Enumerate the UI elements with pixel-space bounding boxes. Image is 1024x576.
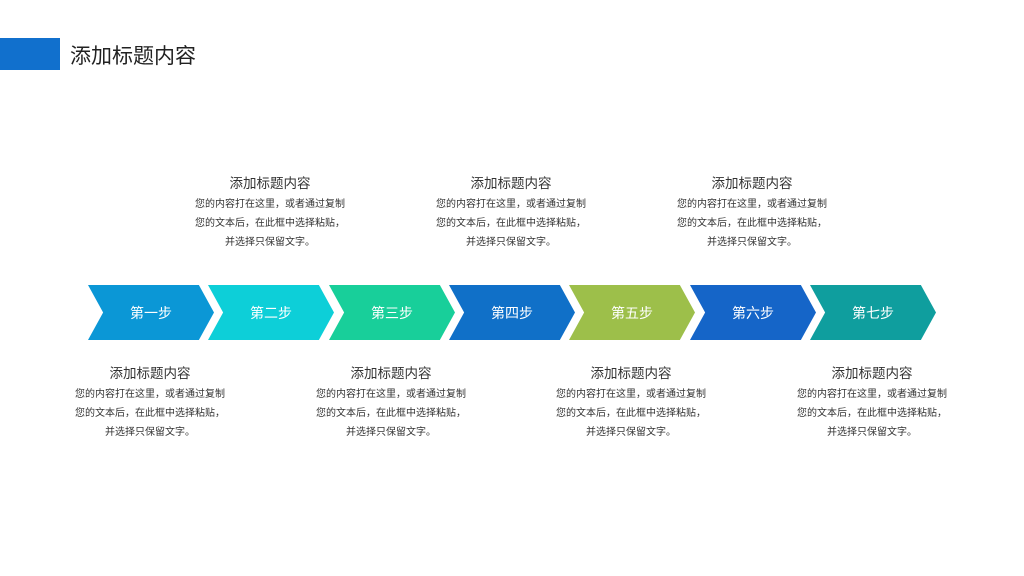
step-chevron-7: 第七步	[810, 285, 936, 340]
description-line: 并选择只保留文字。	[225, 237, 315, 248]
page-title: 添加标题内容	[70, 44, 196, 68]
description-line: 您的文本后，在此框中选择粘贴，	[556, 408, 706, 419]
description-line: 并选择只保留文字。	[707, 237, 797, 248]
step-label: 第七步	[852, 305, 894, 322]
step-description-1: 添加标题内容您的内容打在这里，或者通过复制您的文本后，在此框中选择粘贴， 并选择只…	[50, 362, 250, 442]
step-description-3: 添加标题内容您的内容打在这里，或者通过复制您的文本后，在此框中选择粘贴， 并选择只…	[291, 362, 491, 442]
description-line: 并选择只保留文字。	[827, 427, 917, 438]
step-label: 第三步	[371, 305, 413, 322]
step-chevron-4: 第四步	[449, 285, 575, 340]
step-description-4: 添加标题内容您的内容打在这里，或者通过复制您的文本后，在此框中选择粘贴， 并选择只…	[411, 172, 611, 252]
description-line: 您的内容打在这里，或者通过复制	[75, 389, 225, 400]
description-heading: 添加标题内容	[711, 176, 793, 192]
description-heading: 添加标题内容	[109, 366, 191, 382]
description-line: 您的内容打在这里，或者通过复制	[195, 199, 345, 210]
description-line: 您的文本后，在此框中选择粘贴，	[797, 408, 947, 419]
description-line: 您的内容打在这里，或者通过复制	[436, 199, 586, 210]
step-label: 第二步	[250, 305, 292, 322]
step-chevron-1: 第一步	[88, 285, 214, 340]
description-line: 您的内容打在这里，或者通过复制	[797, 389, 947, 400]
step-label: 第一步	[130, 305, 172, 322]
step-chevron-3: 第三步	[329, 285, 455, 340]
description-line: 您的文本后，在此框中选择粘贴，	[195, 218, 345, 229]
description-line: 您的文本后，在此框中选择粘贴，	[75, 408, 225, 419]
description-line: 您的内容打在这里，或者通过复制	[556, 389, 706, 400]
step-chevron-6: 第六步	[690, 285, 816, 340]
description-line: 您的内容打在这里，或者通过复制	[677, 199, 827, 210]
description-heading: 添加标题内容	[350, 366, 432, 382]
description-heading: 添加标题内容	[590, 366, 672, 382]
step-label: 第四步	[491, 305, 533, 322]
description-line: 您的文本后，在此框中选择粘贴，	[316, 408, 466, 419]
description-line: 您的文本后，在此框中选择粘贴，	[436, 218, 586, 229]
description-line: 并选择只保留文字。	[346, 427, 436, 438]
step-chevron-5: 第五步	[569, 285, 695, 340]
step-description-2: 添加标题内容您的内容打在这里，或者通过复制您的文本后，在此框中选择粘贴， 并选择只…	[170, 172, 370, 252]
step-description-6: 添加标题内容您的内容打在这里，或者通过复制您的文本后，在此框中选择粘贴， 并选择只…	[652, 172, 852, 252]
description-line: 您的文本后，在此框中选择粘贴，	[677, 218, 827, 229]
step-label: 第六步	[732, 305, 774, 322]
description-line: 并选择只保留文字。	[466, 237, 556, 248]
step-description-7: 添加标题内容您的内容打在这里，或者通过复制您的文本后，在此框中选择粘贴， 并选择只…	[772, 362, 972, 442]
description-line: 并选择只保留文字。	[586, 427, 676, 438]
description-line: 并选择只保留文字。	[105, 427, 195, 438]
step-chevron-2: 第二步	[208, 285, 334, 340]
step-description-5: 添加标题内容您的内容打在这里，或者通过复制您的文本后，在此框中选择粘贴， 并选择只…	[531, 362, 731, 442]
description-heading: 添加标题内容	[229, 176, 311, 192]
description-heading: 添加标题内容	[470, 176, 552, 192]
description-heading: 添加标题内容	[831, 366, 913, 382]
description-line: 您的内容打在这里，或者通过复制	[316, 389, 466, 400]
step-label: 第五步	[611, 305, 653, 322]
title-accent-bar	[0, 38, 60, 70]
